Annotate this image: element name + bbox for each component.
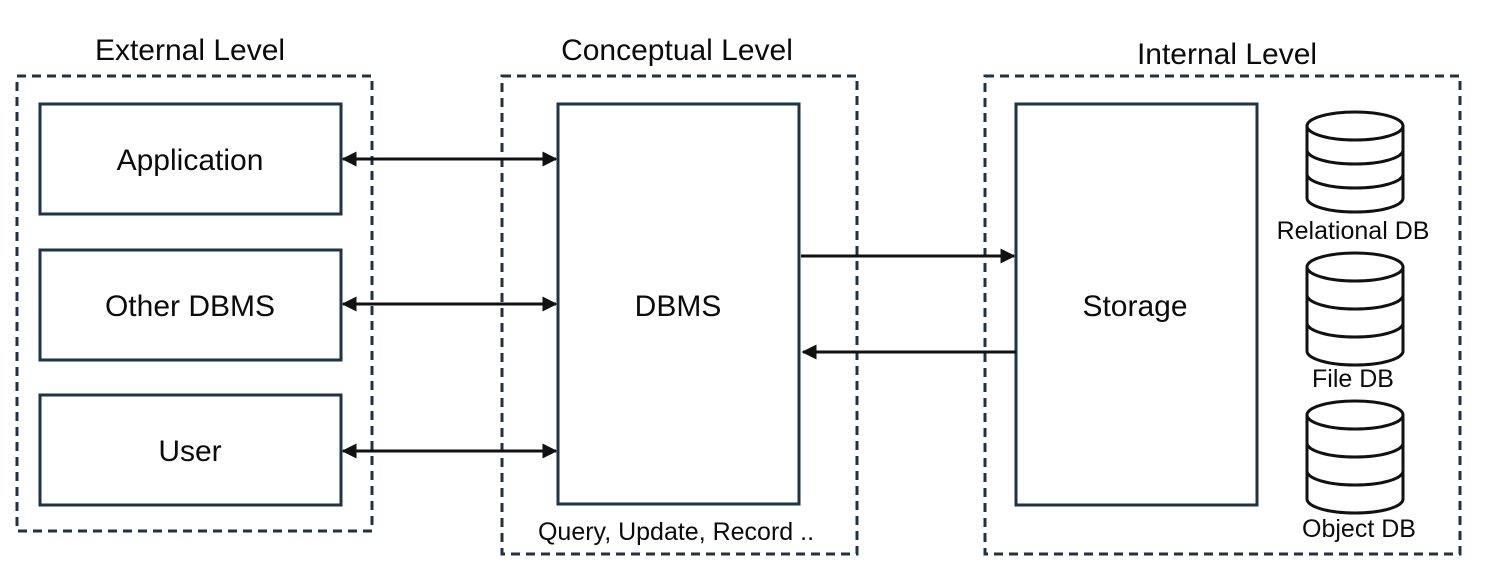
object-db-label: Object DB (1302, 515, 1416, 543)
other-dbms-node: Other DBMS (38, 248, 343, 362)
relational-db-icon (1305, 110, 1405, 214)
file-db-label: File DB (1312, 365, 1394, 393)
application-node: Application (38, 102, 343, 216)
storage-label: Storage (1082, 290, 1187, 323)
conceptual-level-title: Conceptual Level (561, 34, 793, 67)
dbms-label: DBMS (635, 290, 722, 323)
user-node: User (38, 393, 343, 507)
storage-node: Storage (1014, 102, 1259, 507)
dbms-node: DBMS (556, 102, 801, 506)
user-label: User (158, 435, 221, 468)
conceptual-level-container (500, 74, 859, 556)
external-level-title: External Level (95, 34, 285, 67)
other-dbms-label: Other DBMS (105, 290, 275, 323)
dbms-caption: Query, Update, Record .. (538, 518, 814, 546)
relational-db-label: Relational DB (1277, 217, 1430, 245)
internal-level-container (983, 74, 1462, 556)
file-db-icon (1305, 251, 1405, 367)
internal-level-title: Internal Level (1137, 38, 1317, 71)
object-db-icon (1305, 399, 1405, 515)
application-label: Application (117, 144, 264, 177)
